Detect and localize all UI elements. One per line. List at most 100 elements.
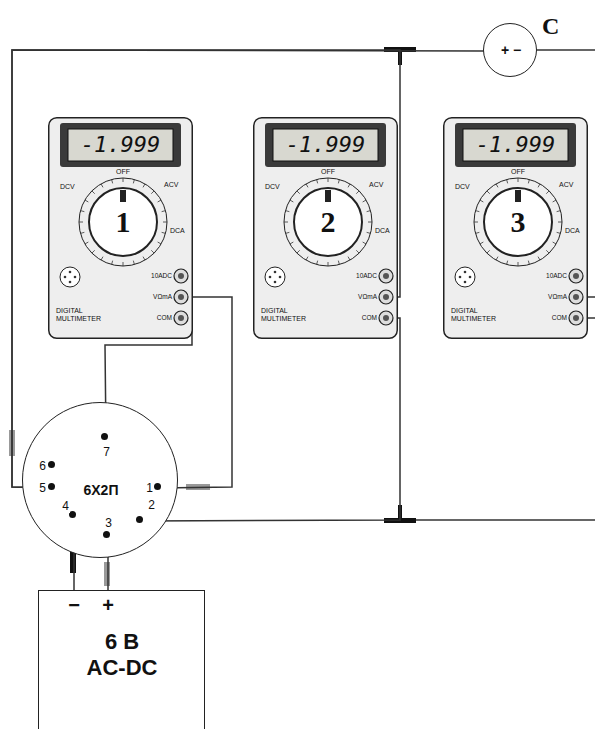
knob-pointer bbox=[325, 190, 331, 202]
dial-tick bbox=[317, 179, 318, 183]
dial-tick bbox=[496, 257, 498, 260]
socket-hole bbox=[459, 276, 462, 279]
multimeter-body bbox=[254, 118, 398, 339]
dial-tick bbox=[306, 184, 308, 187]
dial-tick bbox=[338, 179, 339, 183]
socket-hole bbox=[464, 271, 467, 274]
pin-number: 2 bbox=[147, 498, 156, 512]
dial-label: OFF bbox=[313, 168, 343, 176]
dial-tick bbox=[79, 222, 83, 223]
dial-tick bbox=[538, 257, 540, 260]
dial-label: OFF bbox=[503, 168, 533, 176]
dial-label: DCV bbox=[265, 183, 287, 191]
terminal-label: 10ADC bbox=[535, 272, 567, 280]
dial-tick bbox=[367, 232, 371, 233]
dial-tick bbox=[112, 179, 113, 183]
terminal-hole bbox=[383, 315, 389, 321]
polarity-mark: + bbox=[98, 593, 118, 617]
socket-hole bbox=[69, 271, 72, 274]
wire-tab bbox=[104, 562, 110, 586]
dial-tick bbox=[546, 191, 549, 194]
dial-tick bbox=[367, 211, 371, 212]
dial-tick bbox=[553, 242, 556, 244]
socket-hole bbox=[274, 281, 277, 284]
socket-hole bbox=[69, 281, 72, 284]
socket-hole bbox=[274, 271, 277, 274]
dial-tick bbox=[143, 184, 145, 187]
dial-tick bbox=[92, 250, 95, 253]
terminal-hole bbox=[178, 294, 184, 300]
dial-tick bbox=[356, 191, 359, 194]
dial-tick bbox=[475, 232, 479, 233]
supply-label: 6 В AC-DC bbox=[84, 629, 160, 681]
terminal-jack bbox=[379, 311, 393, 325]
terminal-jack bbox=[174, 269, 188, 283]
dial-tick bbox=[518, 262, 519, 266]
pin-number: 6 bbox=[38, 459, 47, 473]
dial-tick bbox=[290, 200, 293, 202]
dial-tick bbox=[328, 262, 329, 266]
dial-tick bbox=[285, 232, 289, 233]
dial-tick bbox=[363, 200, 366, 202]
dial-tick bbox=[123, 262, 124, 266]
component-label: C bbox=[542, 12, 566, 41]
dial-tick bbox=[297, 191, 300, 194]
dial-tick bbox=[348, 257, 350, 260]
dial-label: DCA bbox=[375, 227, 395, 235]
terminal-hole bbox=[573, 315, 579, 321]
dial-tick bbox=[101, 257, 103, 260]
dial-tick bbox=[518, 178, 519, 182]
display-bezel bbox=[265, 123, 386, 167]
wire bbox=[400, 519, 595, 521]
hfe-socket bbox=[60, 267, 80, 287]
display-bezel bbox=[455, 123, 576, 167]
terminal-label: 10ADC bbox=[345, 272, 377, 280]
dial-tick bbox=[474, 222, 478, 223]
dial-tick bbox=[317, 261, 318, 265]
pin-number: 1 bbox=[145, 481, 154, 495]
terminal-hole bbox=[573, 273, 579, 279]
lcd-window bbox=[68, 129, 173, 161]
terminal-jack bbox=[379, 290, 393, 304]
terminal-hole bbox=[573, 294, 579, 300]
dial-tick bbox=[487, 250, 490, 253]
dial-tick bbox=[546, 250, 549, 253]
knob-pointer bbox=[515, 190, 521, 202]
terminal-jack bbox=[174, 290, 188, 304]
dial-tick bbox=[328, 178, 329, 182]
dial-ring bbox=[474, 178, 562, 266]
brand-label: DIGITAL MULTIMETER bbox=[451, 307, 498, 323]
dial-tick bbox=[480, 242, 483, 244]
terminal-jack bbox=[174, 311, 188, 325]
power-supply-box: −+6 В AC-DC bbox=[38, 590, 205, 729]
dial-label: DCV bbox=[455, 183, 477, 191]
hfe-socket bbox=[455, 267, 475, 287]
lcd-window bbox=[273, 129, 378, 161]
display-bezel bbox=[60, 123, 181, 167]
terminal-hole bbox=[383, 294, 389, 300]
terminal-hole bbox=[178, 273, 184, 279]
dial-label: DCA bbox=[565, 227, 585, 235]
callout-number: 3 bbox=[488, 205, 548, 239]
dial-tick bbox=[133, 179, 134, 183]
dial-label: ACV bbox=[164, 181, 186, 189]
dial-tick bbox=[80, 232, 84, 233]
terminal-label: COM bbox=[140, 314, 172, 322]
dial-label: DCA bbox=[170, 227, 190, 235]
dial-tick bbox=[475, 211, 479, 212]
dial-tick bbox=[480, 200, 483, 202]
dial-tick bbox=[507, 261, 508, 265]
socket-hole bbox=[64, 276, 67, 279]
dial-tick bbox=[290, 242, 293, 244]
dial-tick bbox=[285, 211, 289, 212]
dial-tick bbox=[528, 179, 529, 183]
dial-label: DCV bbox=[60, 183, 82, 191]
terminal-hole bbox=[383, 273, 389, 279]
dial-tick bbox=[151, 250, 154, 253]
dial-tick bbox=[123, 178, 124, 182]
dial-tick bbox=[528, 261, 529, 265]
terminal-label: VΩmA bbox=[535, 293, 567, 301]
dial-tick bbox=[306, 257, 308, 260]
dial-tick bbox=[356, 250, 359, 253]
pin-number: 7 bbox=[102, 445, 111, 459]
